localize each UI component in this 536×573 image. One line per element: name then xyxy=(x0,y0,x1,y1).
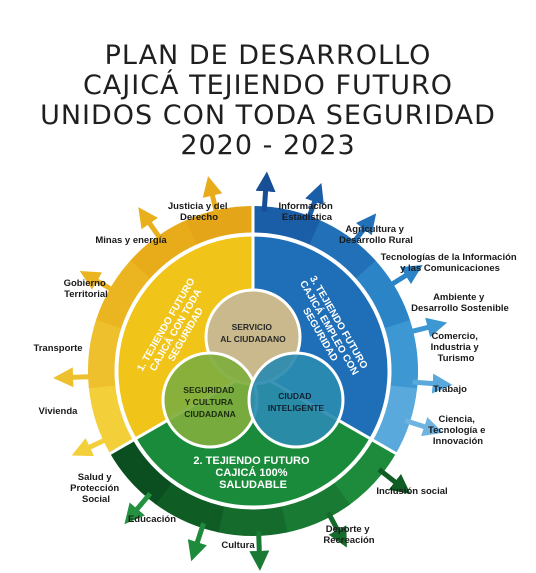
sector-ambiente-label: Ambiente y Desarrollo Sostenible xyxy=(411,292,509,314)
arrow-educacion xyxy=(187,522,207,562)
sector-informacion-label: Información Estadística xyxy=(278,201,335,223)
arrow-gobierno xyxy=(79,271,116,294)
outer-ring-green-segment xyxy=(332,439,396,506)
sector-ciencia-label: Ciencia, Tecnología e Innovación xyxy=(428,414,488,447)
arrow-vivienda xyxy=(71,436,110,457)
arrow-ciencia xyxy=(404,417,444,437)
arrow-comercio xyxy=(407,317,448,338)
sector-gobierno-label: Gobierno Territorial xyxy=(64,278,109,300)
sector-comercio-label: Comercio, Industria y Turismo xyxy=(431,331,482,364)
ciudad-label: CIUDAD INTELIGENTE xyxy=(268,391,325,413)
center-venn xyxy=(161,288,345,449)
sector-cultura-label: Cultura xyxy=(221,540,255,551)
arrow-justicia xyxy=(202,176,223,216)
arrow-ambiente xyxy=(387,265,423,289)
title-line-2: CAJICÁ TEJIENDO FUTURO xyxy=(82,70,454,101)
title-line-3: UNIDOS CON TODA SEGURIDAD xyxy=(40,100,496,131)
arrow-transporte xyxy=(53,367,94,388)
arrow-agricultura xyxy=(305,183,324,222)
sector-salud-label: Salud y Protección Social xyxy=(70,472,122,505)
sector-trabajo-label: Trabajo xyxy=(433,384,467,395)
outer-ring xyxy=(87,205,418,536)
arrow-inclusion xyxy=(377,467,411,495)
arrow-trabajo xyxy=(412,373,453,394)
arrow-minas xyxy=(138,207,164,242)
outer-ring-blue-segment xyxy=(371,385,418,455)
sector-educacion-label: Educación xyxy=(128,514,176,525)
sector-minas-label: Minas y energía xyxy=(95,235,167,246)
arrow-cultura xyxy=(249,530,270,571)
outer-ring-blue-segment xyxy=(308,220,377,281)
sector-transporte-label: Transporte xyxy=(33,343,82,354)
sector-inclusion-label: Inclusión social xyxy=(376,486,447,497)
arrow-salud xyxy=(124,491,153,525)
outer-ring-blue-segment xyxy=(383,320,418,390)
outer-ring-yellow-segment xyxy=(130,219,199,280)
sector-agricultura-label: Agricultura y Desarrollo Rural xyxy=(339,224,413,246)
pillar-2-label: 2. TEJIENDO FUTURO CAJICÁ 100% SALUDABLE xyxy=(193,455,312,491)
outer-ring-yellow-segment xyxy=(87,318,124,389)
title-line-4: 2020 - 2023 xyxy=(180,130,356,161)
outer-ring-green-segment xyxy=(154,481,225,533)
sector-arrows xyxy=(53,171,453,571)
arrow-tecnologias xyxy=(349,213,377,247)
servicio-label: SERVICIO AL CIUDADANO xyxy=(220,322,286,344)
outer-ring-blue-segment xyxy=(354,260,411,330)
sector-vivienda-label: Vivienda xyxy=(39,406,79,417)
ciudad-circle xyxy=(247,351,345,449)
sector-deporte-label: Deporte y Recreación xyxy=(323,524,374,546)
outer-ring-green-segment xyxy=(109,438,173,505)
outer-ring-yellow-segment xyxy=(88,384,135,454)
outer-ring-green-segment xyxy=(280,481,350,533)
outer-ring-green-segment xyxy=(217,504,288,536)
title-line-1: PLAN DE DESARROLLO xyxy=(104,40,432,71)
sector-tecnologias-label: Tecnologías de la Información y las Comu… xyxy=(381,252,520,274)
outer-ring-blue-segment xyxy=(253,206,322,247)
outer-ring-yellow-segment xyxy=(185,206,255,246)
arrow-deporte xyxy=(325,511,347,548)
arrow-informacion xyxy=(255,171,276,212)
outer-ring-yellow-segment xyxy=(96,259,152,329)
sector-justicia-label: Justicia y del Derecho xyxy=(168,201,230,223)
seguridad-label: SEGURIDAD Y CULTURA CIUDADANA xyxy=(183,385,236,419)
